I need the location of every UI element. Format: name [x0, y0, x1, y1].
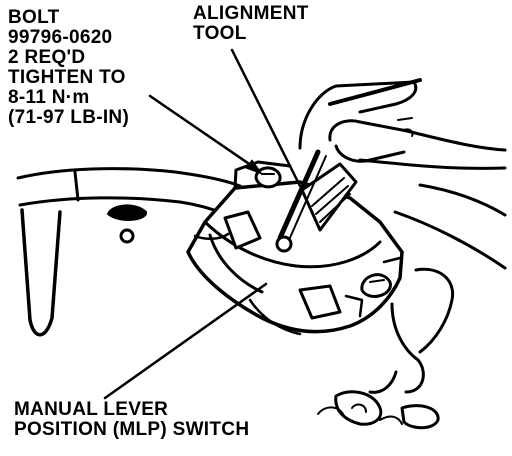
- manual-lever-icon: [300, 162, 358, 232]
- bolt-callout-line-5: 8-11 N·m: [8, 87, 90, 108]
- bolt-leader-line: [148, 94, 260, 172]
- switch-callout-line-1: MANUAL LEVER: [14, 399, 169, 420]
- leader-lines: [103, 48, 302, 400]
- wiring-connector-icon: [317, 267, 455, 430]
- bolt-callout-line-6: (71-97 LB-IN): [8, 107, 130, 128]
- bolt-callout-line-3: 2 REQ'D: [8, 47, 86, 68]
- mlp-switch-body: [186, 160, 404, 336]
- alignment-tool-icon: [275, 149, 327, 253]
- tool-callout-line-1: ALIGNMENT: [193, 3, 309, 24]
- alignment-tool-callout-label: ALIGNMENT TOOL: [193, 4, 309, 44]
- bolt-callout-line-1: BOLT: [8, 7, 60, 28]
- right-bolt-icon: [360, 256, 402, 298]
- bolt-callout-line-2: 99796-0620: [8, 27, 113, 48]
- tool-leader-line: [230, 48, 302, 188]
- tool-callout-line-2: TOOL: [193, 23, 247, 44]
- mlp-switch-callout-label: MANUAL LEVER POSITION (MLP) SWITCH: [14, 400, 249, 440]
- switch-callout-line-2: POSITION (MLP) SWITCH: [14, 419, 250, 440]
- bolt-callout-line-4: TIGHTEN TO: [8, 67, 126, 88]
- switch-leader-line: [103, 282, 268, 400]
- bolt-callout-label: BOLT 99796-0620 2 REQ'D TIGHTEN TO 8-11 …: [8, 8, 129, 128]
- transmission-case: [16, 158, 507, 337]
- top-bolt-icon: [254, 166, 282, 189]
- hand-icon: [298, 78, 507, 163]
- bolt-leader-arrow: [245, 159, 263, 175]
